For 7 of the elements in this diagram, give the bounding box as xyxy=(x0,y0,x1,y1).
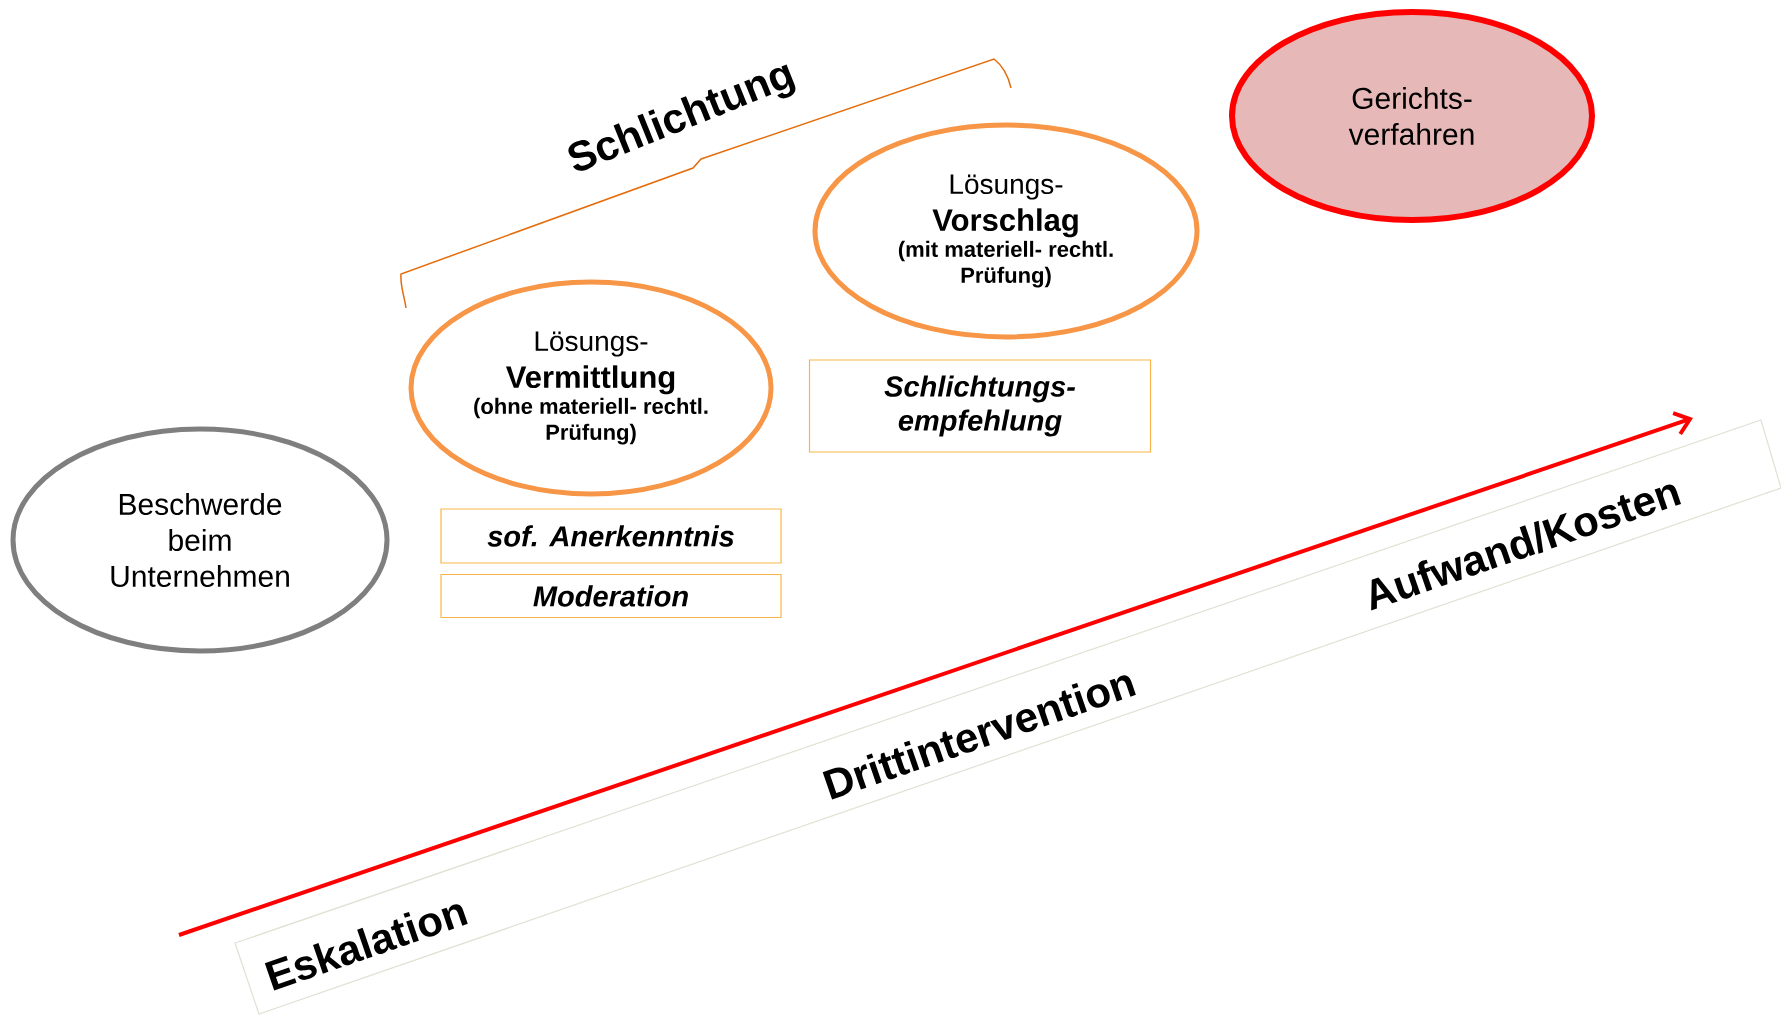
text-box: Moderation xyxy=(440,573,782,619)
ellipse-node: Lösungs- Vorschlag (mit materiell- rechtl. Prüfung) xyxy=(812,122,1200,340)
ellipse-node: Lösungs- Vermittlung (ohne materiell- rechtl. Prüfung) xyxy=(408,279,774,497)
text-box: sof. Anerkenntnis xyxy=(440,508,782,564)
ellipse-node: Gerichts- verfahren xyxy=(1229,9,1595,223)
text-box: Schlichtungs- empfehlung xyxy=(808,359,1152,453)
ellipse-node: Beschwerde beim Unternehmen xyxy=(10,426,390,654)
